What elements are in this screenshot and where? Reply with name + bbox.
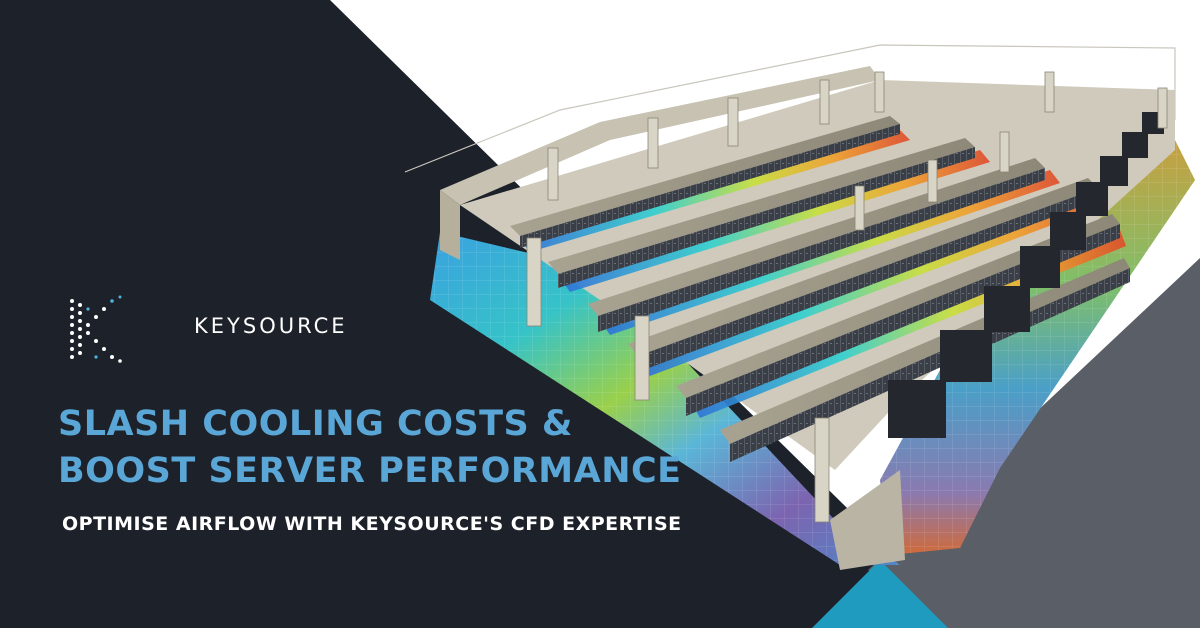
headline-line-2: BOOST SERVER PERFORMANCE: [58, 451, 682, 491]
headline: SLASH COOLING COSTS & BOOST SERVER PERFO…: [58, 401, 682, 495]
headline-line-1: SLASH COOLING COSTS &: [58, 404, 573, 444]
brand-name: KEYSOURCE: [194, 314, 348, 338]
keysource-logo[interactable]: KEYSOURCE: [66, 295, 345, 365]
subheadline: OPTIMISE AIRFLOW WITH KEYSOURCE'S CFD EX…: [62, 513, 682, 535]
k-dots-logo-icon: [70, 295, 122, 363]
